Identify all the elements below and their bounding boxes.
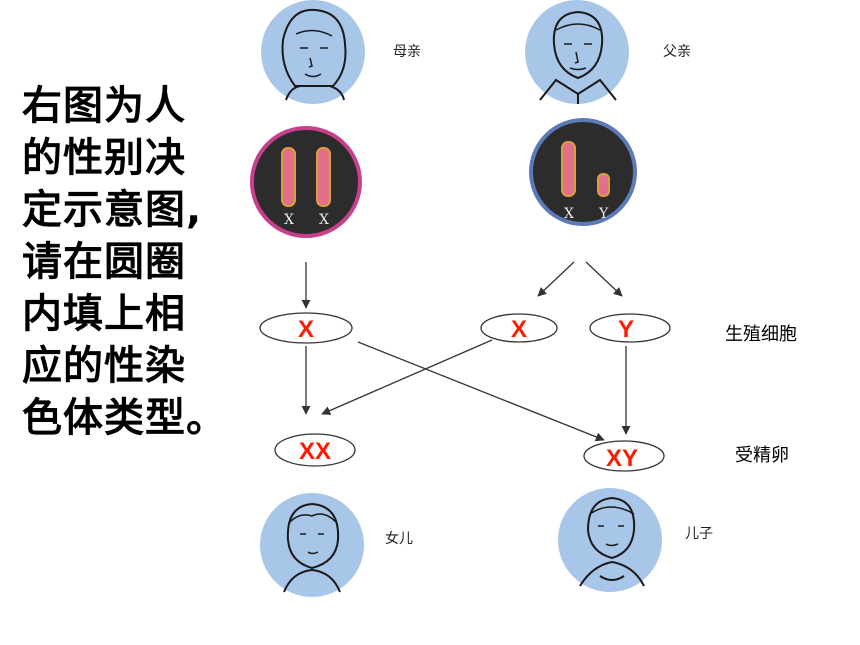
- father-x-chromosome: [561, 141, 576, 197]
- arrow-father-to-y-gamete: [585, 261, 623, 297]
- mother-x-chromosome-1: [281, 147, 296, 207]
- question-line-4: 请在圆圈: [22, 239, 186, 285]
- arrow-father-to-x-gamete: [537, 261, 575, 297]
- germ-cells-label: 生殖细胞: [725, 323, 797, 345]
- daughter-label: 女儿: [385, 530, 413, 547]
- father-gamete-x[interactable]: X: [480, 313, 558, 343]
- mother-gamete[interactable]: X: [259, 312, 353, 344]
- son-label: 儿子: [685, 526, 713, 542]
- mother-portrait: [261, 0, 365, 104]
- mother-label: 母亲: [393, 44, 421, 60]
- father-label: 父亲: [663, 44, 691, 60]
- arrow-father-x-to-daughter: [321, 339, 493, 415]
- father-gamete-y[interactable]: Y: [589, 313, 671, 343]
- fertilized-egg-label: 受精卵: [735, 445, 789, 466]
- question-line-1: 右图为人: [22, 83, 186, 129]
- mother-chromosome-label-1: X: [284, 212, 294, 228]
- father-chromosome-label-y: Y: [598, 206, 609, 222]
- father-portrait: [525, 0, 629, 104]
- son-zygote[interactable]: XY: [583, 440, 665, 472]
- arrows: [301, 261, 631, 442]
- father-chromosome-cell: X Y: [529, 118, 637, 226]
- mother-gamete-answer: X: [298, 316, 314, 343]
- question-line-3: 定示意图,: [22, 187, 203, 233]
- arrow-mother-gamete-to-son: [357, 341, 605, 442]
- question-line-6: 应的性染: [22, 343, 186, 389]
- son-portrait: [558, 488, 662, 592]
- question-text: 右图为人 的性别决 定示意图, 请在圆圈 内填上相 应的性染 色体类型。: [22, 80, 237, 444]
- son-zygote-answer: XY: [606, 445, 638, 472]
- question-line-7: 色体类型。: [22, 395, 227, 441]
- father-gamete-y-answer: Y: [618, 316, 634, 343]
- mother-x-chromosome-2: [316, 147, 331, 207]
- mother-chromosome-label-2: X: [319, 212, 329, 228]
- question-line-5: 内填上相: [22, 291, 186, 337]
- daughter-zygote[interactable]: XX: [274, 433, 356, 467]
- daughter-zygote-answer: XX: [299, 438, 331, 465]
- father-chromosome-label-x: X: [564, 206, 574, 222]
- question-line-2: 的性别决: [22, 135, 186, 181]
- daughter-portrait: [260, 493, 364, 597]
- mother-chromosome-cell: X X: [250, 126, 362, 238]
- father-y-chromosome: [597, 173, 610, 197]
- father-gamete-x-answer: X: [511, 316, 527, 343]
